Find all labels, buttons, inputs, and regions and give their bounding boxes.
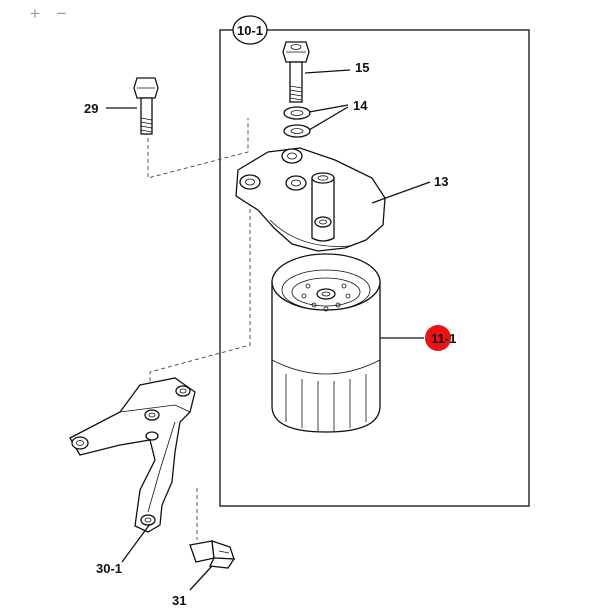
filter-head-13[interactable] <box>235 147 386 252</box>
callout-30-1[interactable]: 30-1 <box>96 561 122 576</box>
zoom-in-button[interactable]: + <box>30 4 46 23</box>
bolt-29[interactable] <box>133 77 159 135</box>
zoom-out-button[interactable]: − <box>56 4 73 23</box>
zoom-controls: + − <box>30 4 73 24</box>
leader-14-a <box>308 104 349 113</box>
leader-30-1 <box>121 523 151 563</box>
callout-13[interactable]: 13 <box>434 174 448 189</box>
bracket-30-1[interactable] <box>69 377 196 533</box>
callout-29[interactable]: 29 <box>84 101 98 116</box>
dashed-line-29 <box>147 118 249 179</box>
filter-cartridge-11-1[interactable] <box>271 253 381 433</box>
callout-14[interactable]: 14 <box>353 98 368 113</box>
bolt-31[interactable] <box>189 540 236 569</box>
callout-15[interactable]: 15 <box>355 60 369 75</box>
highlight-marker <box>425 325 451 351</box>
callout-11-1[interactable]: 11-1 <box>431 331 456 346</box>
washer-14-lower[interactable] <box>283 124 311 138</box>
leader-13 <box>371 181 431 204</box>
callout-31[interactable]: 31 <box>172 593 186 608</box>
leader-14-b <box>308 106 349 131</box>
bolt-15[interactable] <box>282 41 310 103</box>
assembly-frame <box>219 29 530 507</box>
leader-15 <box>304 69 351 74</box>
leader-31 <box>189 565 213 591</box>
washer-14-upper[interactable] <box>283 106 311 120</box>
dashed-line-bracket <box>149 195 251 410</box>
assembly-label-text: 10-1 <box>237 23 263 38</box>
assembly-label[interactable]: 10-1 <box>232 15 268 45</box>
